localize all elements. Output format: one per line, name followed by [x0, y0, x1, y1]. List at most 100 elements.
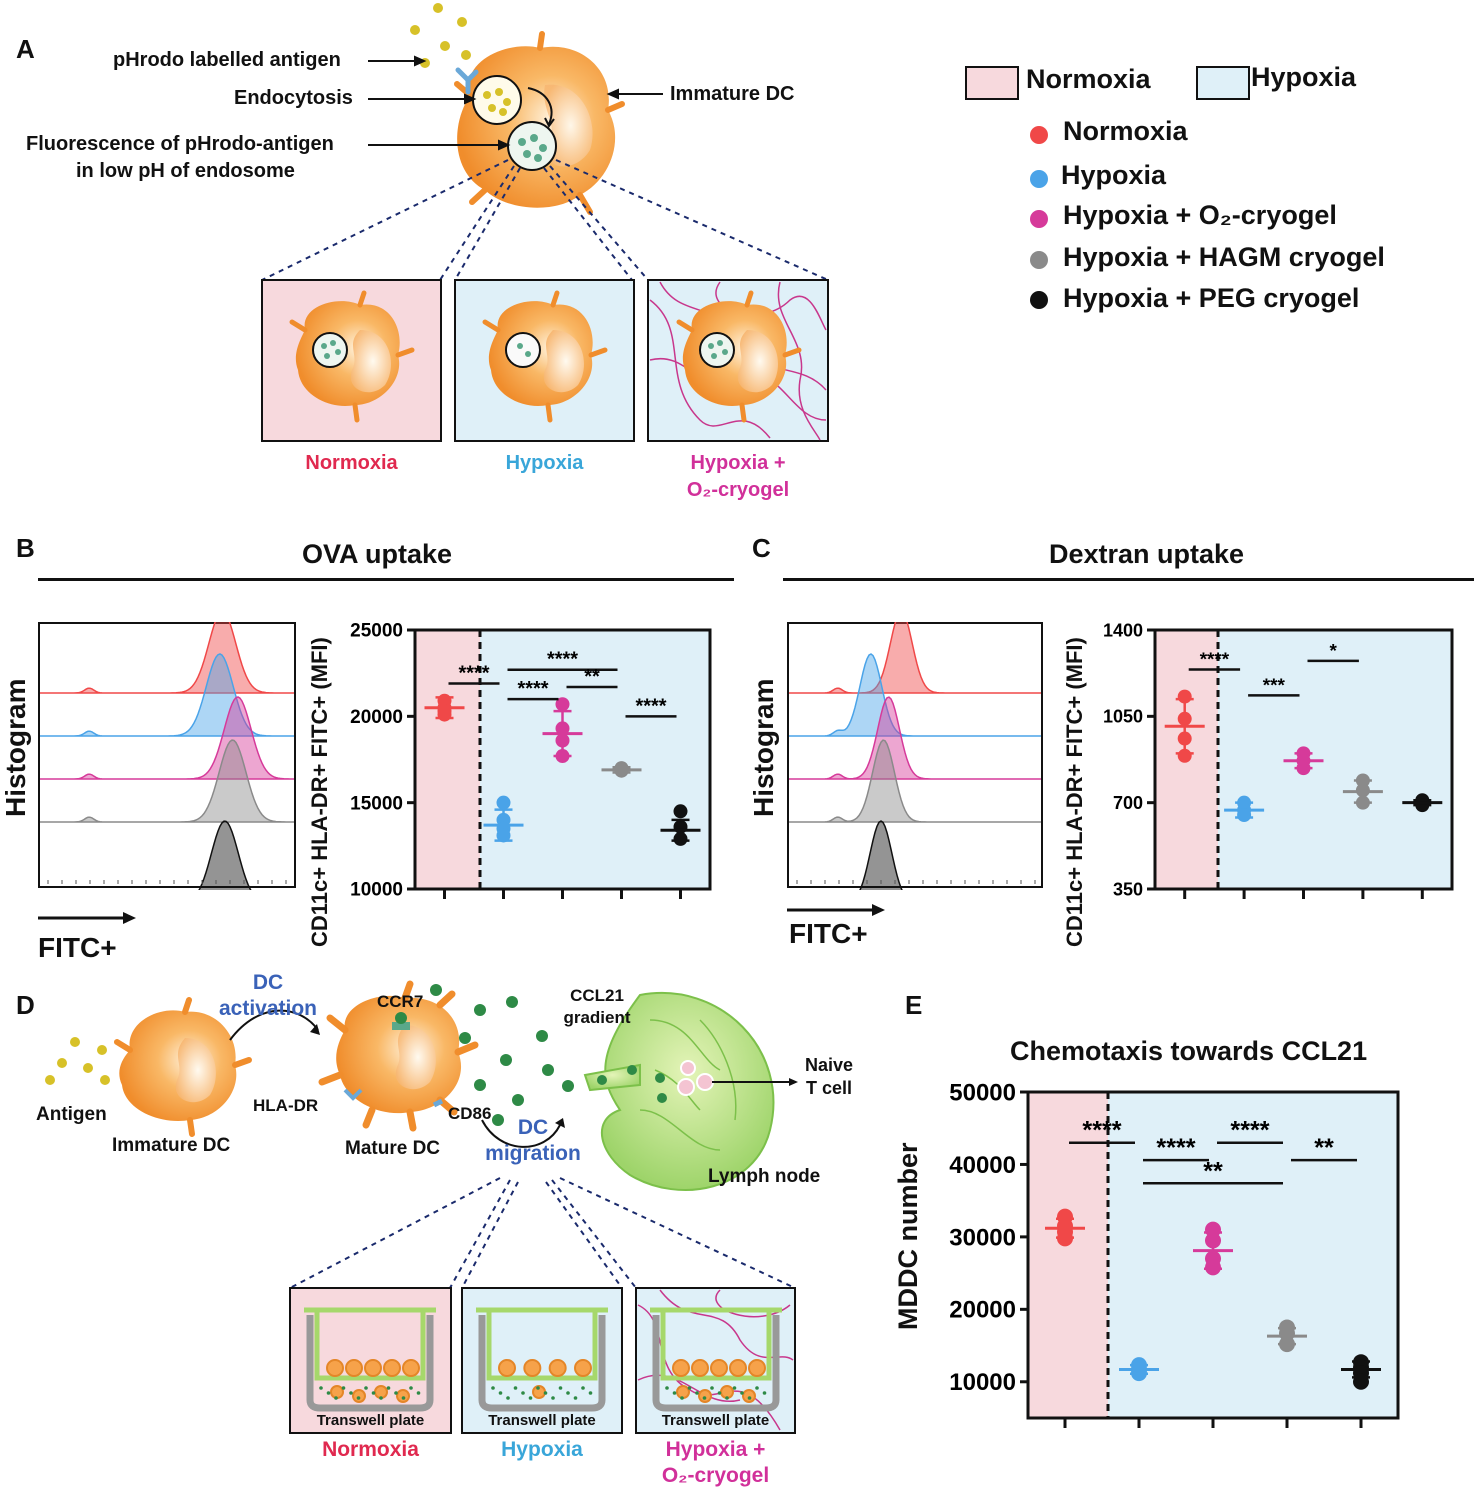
legend-label-normoxia-bg: Normoxia	[1026, 64, 1151, 94]
hist-curve-4	[859, 820, 903, 890]
chemokine-dot	[702, 1396, 707, 1400]
chemokine-dot	[394, 1391, 398, 1395]
hist-c-arrow	[787, 904, 885, 916]
dc-activation-line2: activation	[218, 997, 318, 1020]
well-insert	[314, 1310, 426, 1381]
chemokine-dot	[710, 1386, 714, 1390]
series-3	[1342, 773, 1383, 810]
chemokine-dot	[551, 1396, 555, 1400]
migrating-cell	[574, 1359, 592, 1377]
legend-dot-hagm	[1030, 251, 1048, 269]
y-tick-label: 10000	[949, 1369, 1016, 1396]
panel-c-title-rule	[783, 578, 1474, 581]
label-fluorescence-1: Fluorescence of pHrodo-antigen	[26, 133, 334, 155]
significance-label: ****	[1230, 1117, 1269, 1145]
chemokine-dot	[491, 1386, 495, 1390]
cd86-label: CD86	[448, 1104, 492, 1123]
immature-dc-label-d: Immature DC	[112, 1135, 231, 1156]
migrating-cell	[402, 1359, 420, 1377]
data-point	[1353, 1373, 1369, 1390]
well-outer	[478, 1315, 606, 1412]
significance-label: **	[584, 666, 600, 688]
scatter-c-ylabel: CD11c+ HLA-DR+ FITC+ (MFI)	[1062, 637, 1087, 947]
data-point	[1057, 1230, 1073, 1247]
cond-hypoxia-a: Hypoxia	[505, 452, 584, 474]
panel-c-title: Dextran uptake	[1049, 539, 1245, 569]
well-insert	[660, 1310, 772, 1381]
chemokine-dot	[498, 1391, 503, 1395]
chemokine-dot	[755, 1386, 759, 1390]
legend-item-peg: Hypoxia + PEG cryogel	[1063, 283, 1360, 313]
migrating-cell	[345, 1359, 363, 1377]
histogram-b	[38, 622, 296, 890]
chemokine-dot	[740, 1391, 744, 1395]
data-point	[1205, 1232, 1221, 1249]
well-outer	[652, 1315, 780, 1412]
small-cell-1	[289, 290, 415, 423]
chemokine-dot	[326, 1391, 331, 1395]
panel-letter-e: E	[905, 990, 923, 1020]
chemokine-dot	[588, 1391, 593, 1395]
transwell-label-3: Transwell plate	[661, 1412, 770, 1429]
y-tick-label: 350	[1113, 879, 1143, 899]
data-point	[1177, 711, 1192, 726]
series-0	[1164, 689, 1205, 763]
hist-curve-3	[40, 739, 294, 823]
ccl21-line1: CCL21	[570, 986, 624, 1005]
small-cell-2	[482, 290, 608, 423]
label-fluorescence-2: in low pH of endosome	[76, 160, 295, 182]
chemokine-dot	[401, 1396, 406, 1400]
migrated-cell	[698, 1389, 712, 1403]
cond-cryogel-a-1: Hypoxia +	[690, 452, 786, 474]
hist-c-ylabel: Histogram	[748, 678, 779, 817]
antigen-dots	[410, 3, 471, 68]
migrating-cell	[523, 1359, 542, 1377]
well-insert	[486, 1310, 598, 1381]
cond-normoxia-a: Normoxia	[305, 452, 398, 474]
data-point	[496, 828, 511, 843]
chemokine-dot	[379, 1396, 383, 1400]
lymph-node-label: Lymph node	[708, 1166, 821, 1187]
chemokine-dot	[386, 1386, 391, 1390]
ccl21-label: CCL21 gradient	[562, 985, 632, 1029]
chemokine-dot	[334, 1396, 338, 1400]
data-point	[555, 721, 570, 736]
lymph-node	[583, 992, 798, 1191]
data-point	[1296, 761, 1311, 776]
y-tick-label: 1400	[1103, 620, 1143, 640]
bg-normoxia	[1028, 1092, 1108, 1418]
migrated-cell	[742, 1389, 756, 1403]
legend-item-hagm: Hypoxia + HAGM cryogel	[1063, 242, 1385, 272]
chemokine-dot	[513, 1386, 518, 1390]
y-tick-label: 40000	[949, 1152, 1016, 1179]
legend-swatch-normoxia-bg	[965, 66, 1019, 100]
series-2	[1283, 746, 1324, 776]
chemokine-dot	[573, 1396, 578, 1400]
small-cell-3	[676, 290, 802, 423]
significance-label: ****	[458, 663, 489, 685]
legend-item-cryogel: Hypoxia + O₂-cryogel	[1063, 200, 1337, 230]
migrating-cell	[691, 1359, 709, 1377]
immature-dc-cell	[454, 31, 625, 215]
significance-label: ****	[1200, 649, 1230, 670]
chemokine-dot	[695, 1391, 699, 1395]
naive-line2: T cell	[805, 1078, 853, 1098]
migrating-cell	[672, 1359, 690, 1377]
migrated-cell	[720, 1385, 734, 1399]
data-point	[1415, 798, 1430, 813]
hist-b-xlabel: FITC+	[38, 932, 117, 963]
chemokine-dot	[364, 1386, 368, 1390]
migrating-cell	[710, 1359, 728, 1377]
migrated-cell	[330, 1385, 344, 1399]
hla-dr-label: HLA-DR	[253, 1096, 319, 1115]
chemokine-dot	[536, 1386, 540, 1390]
panel-letter-b: B	[16, 533, 35, 563]
hist-curve-0	[789, 622, 1041, 694]
bg-hypoxia	[480, 630, 710, 889]
legend-item-hypoxia: Hypoxia	[1061, 160, 1167, 190]
panel-a-illustration	[261, 3, 829, 442]
series-3	[1267, 1319, 1307, 1353]
histogram-c	[787, 622, 1043, 890]
data-point	[555, 733, 570, 748]
naive-line1: Naive	[804, 1055, 854, 1075]
